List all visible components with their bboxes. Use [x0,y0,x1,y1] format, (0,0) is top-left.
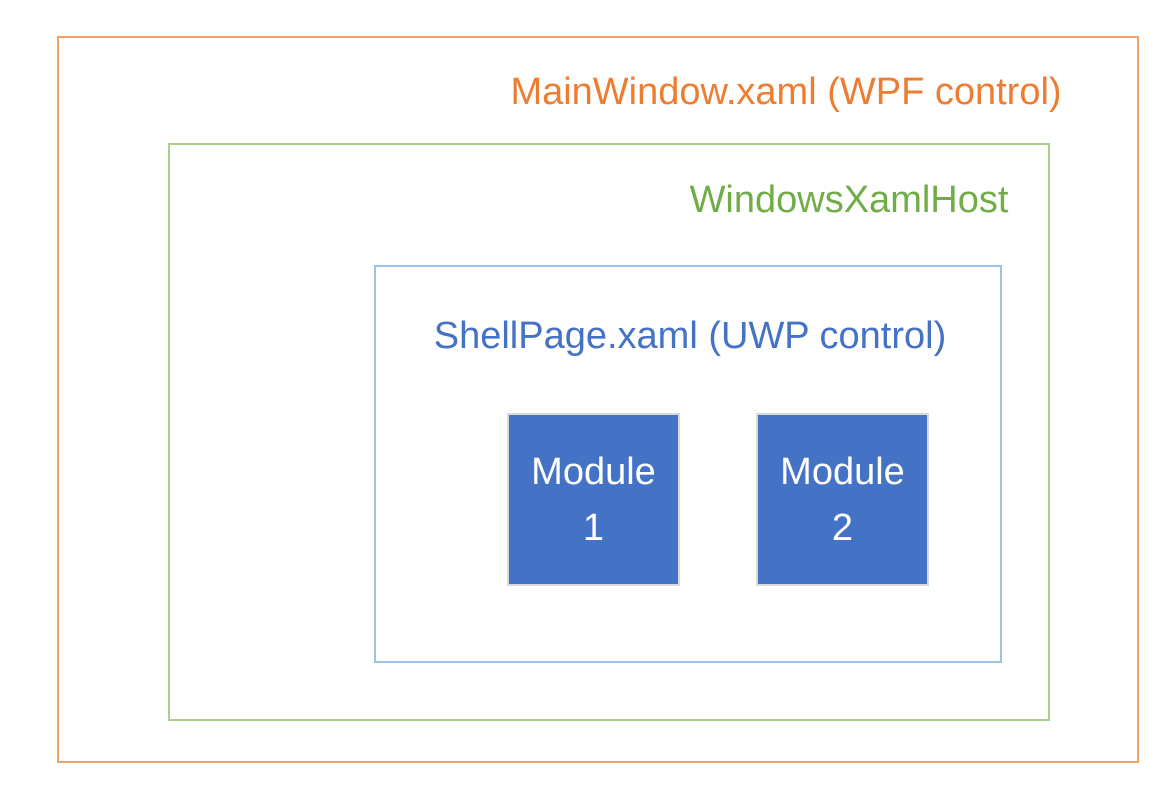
module-1-label-line1: Module [531,450,656,493]
module-2-label-line1: Module [780,450,905,493]
mainwindow-label: MainWindow.xaml (WPF control) [510,71,1062,113]
shellpage-label: ShellPage.xaml (UWP control) [433,315,947,357]
shellpage-box: ShellPage.xaml (UWP control) Module 1 Mo… [374,265,1002,663]
module-1-label-line2: 1 [582,506,605,549]
windowsxamlhost-box: WindowsXamlHost ShellPage.xaml (UWP cont… [168,143,1050,721]
mainwindow-box: MainWindow.xaml (WPF control) WindowsXam… [57,36,1139,763]
module-2-box: Module 2 [756,413,929,586]
module-1-box: Module 1 [507,413,680,586]
windowsxamlhost-label: WindowsXamlHost [689,179,1009,221]
module-2-label-line2: 2 [831,506,854,549]
